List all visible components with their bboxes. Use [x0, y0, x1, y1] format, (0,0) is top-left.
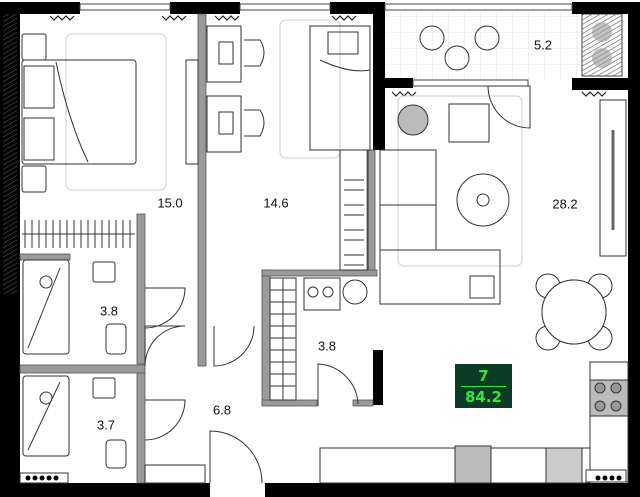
room-area-bathroom-2: 3.7 [96, 417, 116, 433]
room-area-bedroom-master: 15.0 [157, 195, 183, 211]
plant-icon [397, 104, 429, 136]
room-area-balcony: 5.2 [533, 37, 553, 53]
summary-badge: 7 84.2 [455, 364, 512, 408]
ventilation-dots [25, 475, 622, 481]
sink-icon [545, 447, 583, 484]
windows [79, 3, 573, 87]
bed-double-icon [21, 33, 199, 193]
badge-divider [461, 386, 506, 387]
hatched-wall [3, 14, 17, 294]
fridge-icon [454, 445, 492, 484]
balcony-furniture [419, 25, 500, 71]
room-count: 7 [478, 367, 489, 385]
dining-table-icon [535, 273, 613, 351]
room-area-laundry: 3.8 [317, 338, 337, 354]
living-furniture [379, 95, 523, 305]
room-area-bedroom-kids: 14.6 [263, 195, 289, 211]
doors [144, 287, 359, 484]
wardrobe-hangers-1 [22, 220, 135, 248]
door-balcony-icon [487, 85, 531, 129]
room-area-hallway: 6.8 [212, 402, 232, 418]
kitchen-units [319, 361, 629, 484]
room-area-bathroom-1: 3.8 [99, 303, 119, 319]
partitions [19, 13, 378, 484]
shoe-rack [144, 464, 206, 484]
wardrobe-right [599, 99, 627, 257]
laundry-fixtures [269, 277, 368, 401]
total-area: 84.2 [464, 388, 502, 406]
wardrobe-hangers-2 [339, 149, 369, 271]
balcony-floor [385, 5, 580, 80]
room-area-living-kitchen: 28.2 [552, 196, 578, 212]
desks-icon [206, 19, 371, 159]
